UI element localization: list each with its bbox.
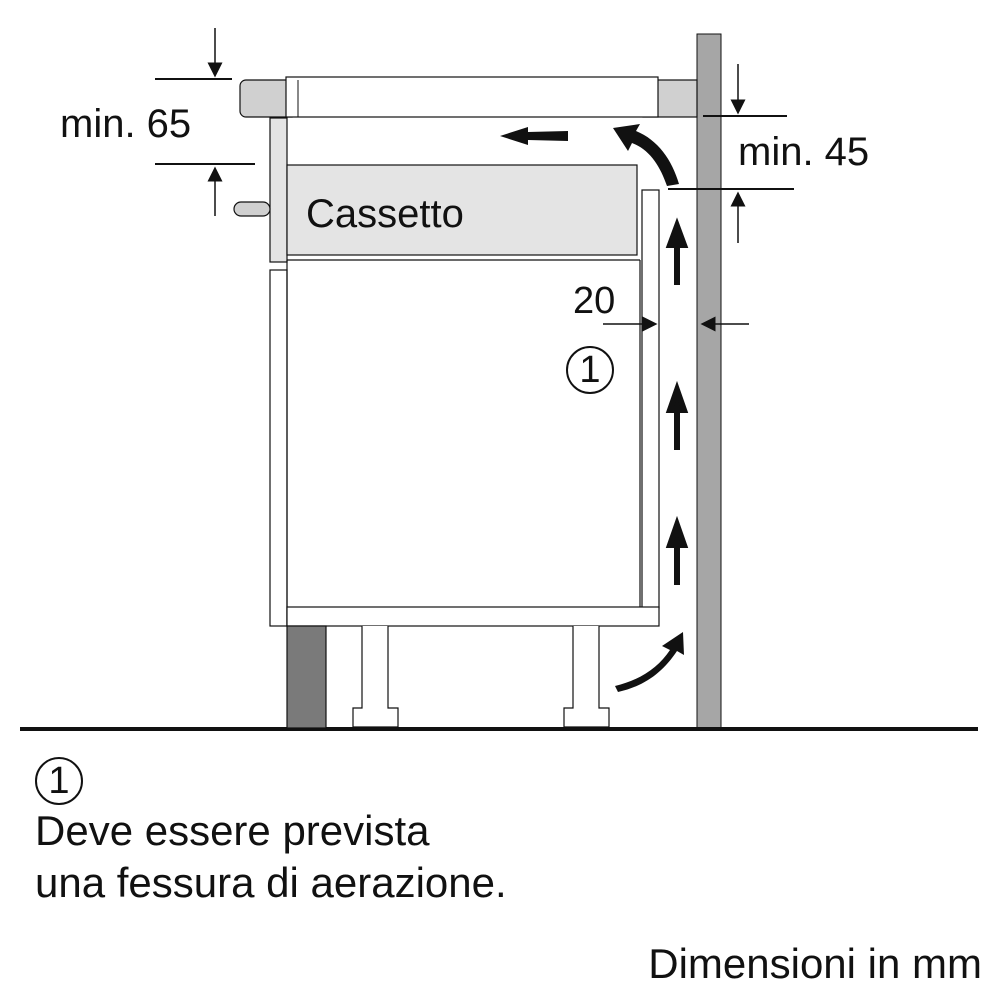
plinth: [286, 625, 327, 729]
dimension-wall-gap: min. 45: [738, 130, 870, 174]
airflow-arrows: [500, 124, 689, 692]
units-note: Dimensioni in mm: [648, 940, 982, 987]
dimension-rear-gap: 20: [573, 280, 616, 322]
legend-line-1: Deve essere prevista: [35, 807, 430, 854]
drawer-handle: [233, 201, 271, 217]
legend-marker: 1: [35, 757, 83, 805]
leg-right: [563, 626, 610, 728]
hob: [285, 76, 659, 118]
cabinet-back-panel: [641, 189, 660, 609]
cabinet-front-panel-top: [269, 117, 288, 263]
drawer-label: Cassetto: [306, 192, 464, 236]
cabinet-base: [286, 606, 660, 627]
cabinet-front-panel: [269, 269, 288, 627]
callout-marker: 1: [566, 346, 614, 394]
drawer: [286, 164, 638, 256]
wall: [696, 33, 722, 729]
legend-line-2: una fessura di aerazione.: [35, 859, 507, 906]
leg-left: [352, 626, 399, 728]
dimension-worktop-gap: min. 65: [60, 102, 192, 146]
